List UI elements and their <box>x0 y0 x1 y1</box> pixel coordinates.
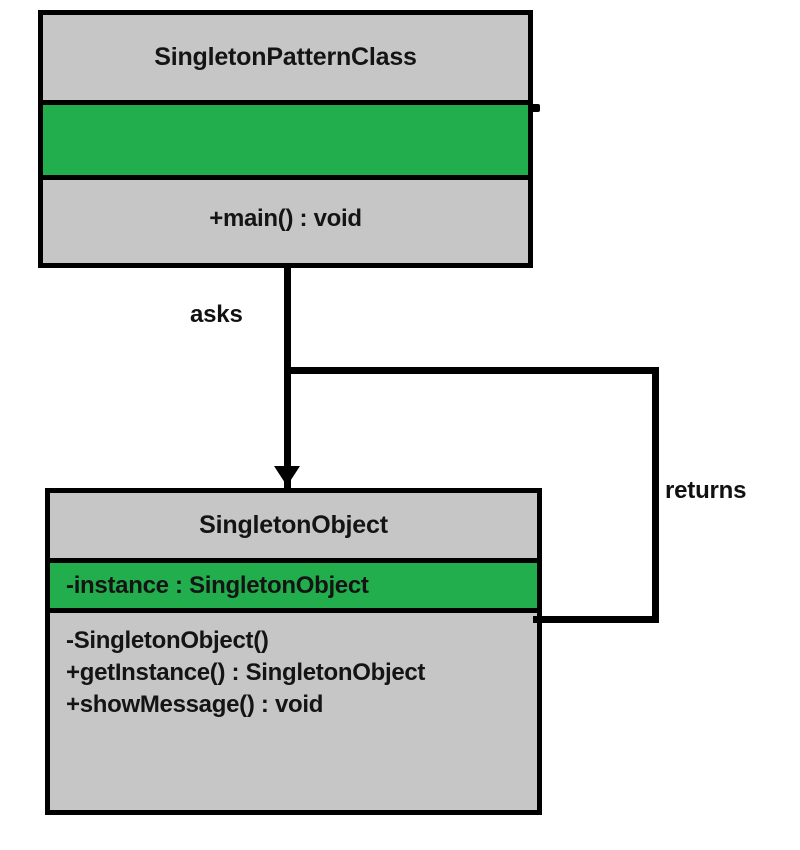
class-name-label: SingletonPatternClass <box>154 43 417 71</box>
attributes-compartment-singleton-object: -instance : SingletonObject <box>50 563 537 613</box>
class-name-compartment-singleton-object: SingletonObject <box>50 493 537 563</box>
connector-returns-top-horizontal-line <box>284 367 659 374</box>
connector-asks-vertical-line <box>284 266 291 488</box>
connector-label-returns: returns <box>665 477 747 504</box>
connector-returns-vertical-line <box>652 367 659 623</box>
class-box-singleton-pattern-class[interactable]: SingletonPatternClass +main() : void <box>38 10 533 268</box>
connector-asks-arrowhead-icon <box>274 466 300 486</box>
method-label: +showMessage() : void <box>66 690 324 718</box>
class-name-compartment-singleton-pattern-class: SingletonPatternClass <box>43 15 528 105</box>
method-label: +getInstance() : SingletonObject <box>66 658 426 686</box>
methods-compartment-singleton-pattern-class: +main() : void <box>43 180 528 258</box>
method-label: -SingletonObject() <box>66 627 269 654</box>
attribute-label: -instance : SingletonObject <box>66 571 369 599</box>
attributes-compartment-singleton-pattern-class <box>43 105 528 180</box>
class-name-label: SingletonObject <box>199 511 388 539</box>
connector-returns-bottom-horizontal-line <box>533 616 659 623</box>
methods-compartment-singleton-object: -SingletonObject() +getInstance() : Sing… <box>50 613 537 800</box>
class-box-singleton-object[interactable]: SingletonObject -instance : SingletonObj… <box>45 488 542 815</box>
connector-anchor-nub-top-class <box>531 104 540 112</box>
connector-label-asks: asks <box>190 301 243 328</box>
method-label: +main() : void <box>209 205 362 233</box>
